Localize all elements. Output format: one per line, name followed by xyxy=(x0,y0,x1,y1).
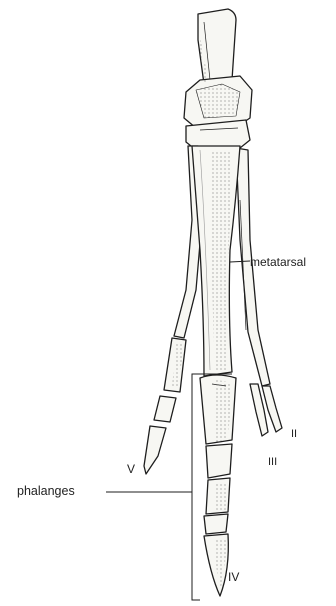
digit-iii-label: III xyxy=(268,455,277,469)
digit-iv-label: IV xyxy=(228,570,239,584)
digit-iv-phalanx-2 xyxy=(206,444,232,478)
digit-ii-label: II xyxy=(291,427,297,441)
digit-v-phalanx-2 xyxy=(154,396,176,422)
digit-v-label: V xyxy=(127,462,135,476)
digit-v-claw xyxy=(144,426,166,474)
metatarsal-label: metatarsal xyxy=(250,255,306,269)
phalanges-label: phalanges xyxy=(17,484,75,498)
digit-iv-phalanx-4 xyxy=(204,514,228,534)
